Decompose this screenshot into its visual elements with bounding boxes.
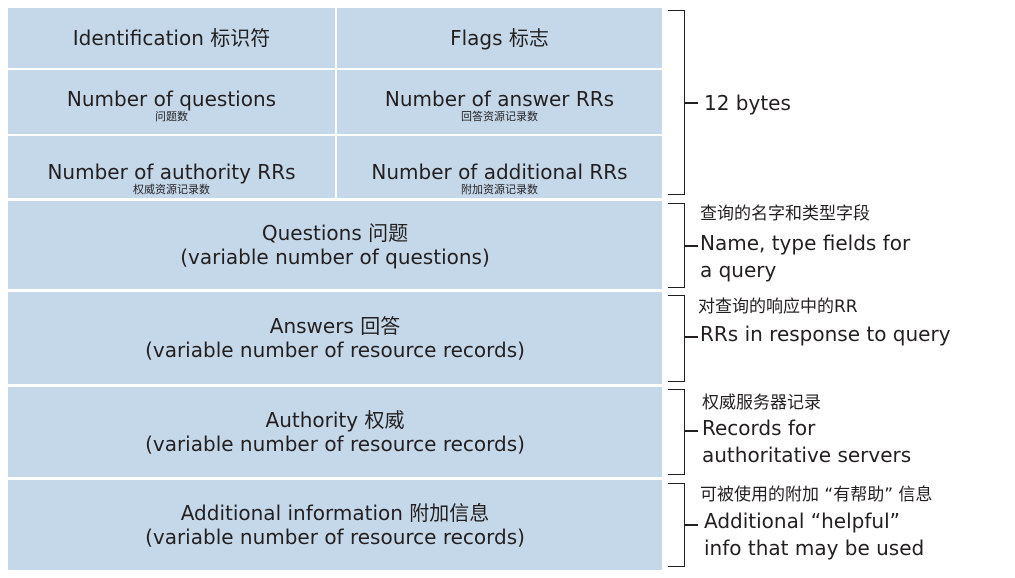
num-additional-rrs-label: Number of additional RRs bbox=[371, 160, 628, 184]
questions-annotation-line2: a query bbox=[700, 258, 777, 282]
num-authority-rrs-label: Number of authority RRs bbox=[47, 160, 296, 184]
authority-bracket-tick bbox=[685, 430, 698, 432]
num-authority-rrs-sub: 权威资源记录数 bbox=[133, 183, 210, 196]
additional-annotation-line1: Additional “helpful” bbox=[704, 509, 900, 533]
questions-section: Questions 问题 (variable number of questio… bbox=[8, 201, 662, 289]
additional-label: Additional information 附加信息 bbox=[180, 501, 490, 525]
authority-section: Authority 权威 (variable number of resourc… bbox=[8, 387, 662, 477]
num-additional-rrs-sub: 附加资源记录数 bbox=[461, 183, 538, 196]
answers-bracket bbox=[668, 295, 685, 382]
answers-annotation-cn: 对查询的响应中的RR bbox=[698, 297, 858, 317]
header-bracket-tick bbox=[685, 102, 698, 104]
answers-section: Answers 回答 (variable number of resource … bbox=[8, 292, 662, 384]
authority-detail: (variable number of resource records) bbox=[145, 432, 525, 456]
identification-field: Identification 标识符 bbox=[8, 8, 335, 68]
header-annotation: 12 bytes bbox=[704, 91, 791, 115]
additional-section: Additional information 附加信息 (variable nu… bbox=[8, 480, 662, 570]
questions-label: Questions 问题 bbox=[261, 221, 409, 245]
questions-bracket-tick bbox=[685, 245, 698, 247]
answers-annotation-line1: RRs in response to query bbox=[700, 322, 951, 346]
num-questions-sub: 问题数 bbox=[155, 110, 188, 123]
header-bracket bbox=[668, 10, 685, 195]
answers-detail: (variable number of resource records) bbox=[145, 338, 525, 362]
flags-field: Flags 标志 bbox=[337, 8, 662, 68]
num-questions-field: Number of questions 问题数 bbox=[8, 70, 335, 134]
questions-annotation-line1: Name, type fields for bbox=[700, 231, 911, 255]
additional-annotation-cn: 可被使用的附加 “有帮助” 信息 bbox=[700, 485, 933, 505]
additional-detail: (variable number of resource records) bbox=[145, 525, 525, 549]
num-answer-rrs-field: Number of answer RRs 回答资源记录数 bbox=[337, 70, 662, 134]
flags-label: Flags 标志 bbox=[450, 26, 549, 50]
authority-annotation-line1: Records for bbox=[702, 416, 816, 440]
num-answer-rrs-label: Number of answer RRs bbox=[384, 87, 615, 111]
authority-annotation-cn: 权威服务器记录 bbox=[702, 393, 821, 413]
additional-annotation-line2: info that may be used bbox=[704, 536, 925, 560]
authority-label: Authority 权威 bbox=[265, 408, 405, 432]
num-questions-label: Number of questions bbox=[66, 87, 277, 111]
answers-bracket-tick bbox=[685, 336, 698, 338]
additional-bracket bbox=[668, 483, 685, 567]
identification-label: Identification 标识符 bbox=[72, 26, 271, 50]
answers-label: Answers 回答 bbox=[269, 314, 401, 338]
questions-bracket bbox=[668, 203, 685, 288]
num-answer-rrs-sub: 回答资源记录数 bbox=[461, 110, 538, 123]
questions-detail: (variable number of questions) bbox=[180, 245, 490, 269]
num-additional-rrs-field: Number of additional RRs 附加资源记录数 bbox=[337, 136, 662, 198]
additional-bracket-tick bbox=[685, 524, 698, 526]
authority-annotation-line2: authoritative servers bbox=[702, 443, 912, 467]
questions-annotation-cn: 查询的名字和类型字段 bbox=[700, 204, 870, 224]
num-authority-rrs-field: Number of authority RRs 权威资源记录数 bbox=[8, 136, 335, 198]
authority-bracket bbox=[668, 389, 685, 475]
